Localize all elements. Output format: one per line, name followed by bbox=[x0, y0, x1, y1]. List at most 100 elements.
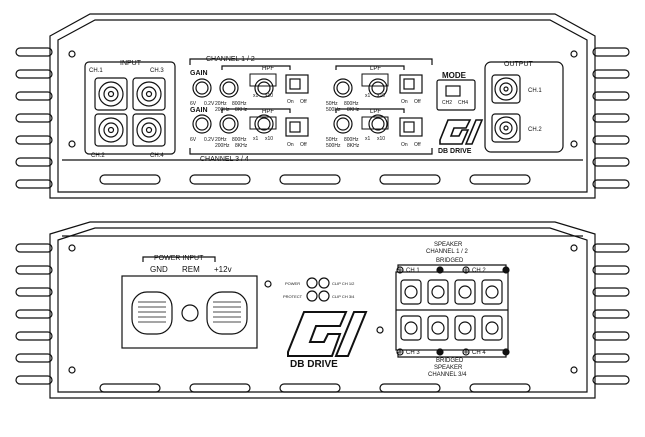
db-drive-logo-top bbox=[439, 119, 484, 145]
screw-icon bbox=[570, 366, 578, 374]
lpf-min-top-34: 50Hz bbox=[326, 137, 338, 143]
mode-ch2-label: CH2 bbox=[442, 100, 452, 106]
x10-label: x10 bbox=[265, 93, 273, 99]
screw-icon bbox=[570, 50, 578, 58]
lpf-max-top-12: 800Hz bbox=[344, 101, 359, 107]
gain-max-34: 0.2V bbox=[204, 137, 215, 143]
lpf-min-bot-34: 500Hz bbox=[326, 143, 341, 149]
power-terminal-block bbox=[121, 275, 258, 349]
brand-text-top: DB DRIVE bbox=[438, 148, 472, 155]
input-ch4-label: CH.4 bbox=[150, 153, 164, 159]
rem-label: REM bbox=[182, 265, 200, 274]
rca-input-jacks bbox=[94, 77, 166, 147]
bottom-body-outline bbox=[49, 221, 596, 399]
output-terminals bbox=[491, 74, 521, 143]
lpf-label-12: LPF bbox=[370, 66, 381, 72]
status-leds bbox=[306, 277, 330, 302]
screw-icon bbox=[376, 326, 384, 334]
off-label: Off bbox=[414, 142, 421, 148]
on-label: On bbox=[287, 142, 294, 148]
off-label: Off bbox=[300, 142, 307, 148]
output-ch1-label: CH.1 bbox=[528, 88, 542, 94]
input-ch3-label: CH.3 bbox=[150, 68, 164, 74]
gnd-label: GND bbox=[150, 265, 168, 274]
output-label: OUTPUT bbox=[504, 61, 534, 68]
mode-ch4-label: CH4 bbox=[458, 100, 468, 106]
screw-icon bbox=[570, 244, 578, 252]
x1-label: x1 bbox=[253, 136, 259, 142]
clip-ch34-label: CLIP CH 3/4 bbox=[332, 294, 355, 299]
mode-label: MODE bbox=[442, 71, 467, 80]
polarity-icons bbox=[396, 266, 510, 356]
bridged-label-bottom: BRIDGED bbox=[436, 358, 464, 364]
channel-34-label: CHANNEL 3 / 4 bbox=[200, 156, 249, 163]
bottom-body-inner bbox=[57, 227, 588, 393]
x1-label: x1 bbox=[365, 93, 371, 99]
input-ch1-label: CH.1 bbox=[89, 68, 103, 74]
power-terminals bbox=[131, 291, 248, 335]
input-ch2-label: CH.2 bbox=[91, 153, 105, 159]
x10-label: x10 bbox=[265, 136, 273, 142]
x10-label: x10 bbox=[377, 136, 385, 142]
on-label: On bbox=[287, 99, 294, 105]
lpf-min-top-12: 50Hz bbox=[326, 101, 338, 107]
channel-12-controls bbox=[192, 65, 423, 98]
gain-min-12: 6V bbox=[190, 101, 197, 107]
channel-34-frame bbox=[189, 148, 433, 155]
power-input-label: POWER INPUT bbox=[154, 255, 204, 262]
speaker-terminal-block bbox=[395, 271, 509, 351]
off-label: Off bbox=[300, 99, 307, 105]
lpf-label-34: LPF bbox=[370, 109, 381, 115]
speaker-terminals bbox=[400, 279, 503, 341]
ch1-label: CH 1 bbox=[406, 268, 420, 274]
screw-icon bbox=[68, 244, 76, 252]
speaker-ch34-label: CHANNEL 3/4 bbox=[428, 372, 467, 378]
speaker-label-bottom: SPEAKER bbox=[434, 365, 463, 371]
top-body-inner bbox=[57, 19, 588, 193]
output-section-box bbox=[484, 61, 564, 153]
heatsink-fins-left-top bbox=[15, 47, 53, 189]
top-amplifier-panel bbox=[15, 13, 630, 199]
output-ch2-label: CH.2 bbox=[528, 127, 542, 133]
screw-icon bbox=[264, 280, 272, 288]
channel-34-controls bbox=[192, 108, 423, 137]
screw-icon bbox=[570, 140, 578, 148]
screw-icon bbox=[68, 50, 76, 58]
input-section-box bbox=[84, 61, 176, 155]
gain-label-34: GAIN bbox=[190, 107, 208, 114]
protect-led-label: PROTECT bbox=[283, 294, 303, 299]
x10-label: x10 bbox=[377, 93, 385, 99]
off-label: Off bbox=[414, 99, 421, 105]
hpf-label-34: HPF bbox=[262, 109, 274, 115]
lpf-max-bot-34: 8KHz bbox=[347, 143, 360, 149]
hpf-label-12: HPF bbox=[262, 66, 274, 72]
hpf-min-bot-34: 200Hz bbox=[215, 143, 230, 149]
clip-ch12-label: CLIP CH 1/2 bbox=[332, 281, 355, 286]
screw-icon bbox=[68, 140, 76, 148]
input-label: INPUT bbox=[120, 60, 142, 67]
hpf-max-bot-34: 8KHz bbox=[235, 143, 248, 149]
heatsink-fins-right-bottom bbox=[592, 243, 630, 385]
heatsink-fins-left-bottom bbox=[15, 243, 53, 385]
hpf-max-top-34: 800Hz bbox=[232, 137, 247, 143]
mode-box bbox=[436, 79, 476, 111]
power-led-label: POWER bbox=[285, 281, 300, 286]
hpf-min-top-12: 20Hz bbox=[215, 101, 227, 107]
lpf-max-top-34: 800Hz bbox=[344, 137, 359, 143]
bottom-vent-slots bbox=[99, 383, 531, 393]
hpf-min-top-34: 20Hz bbox=[215, 137, 227, 143]
gain-label-12: GAIN bbox=[190, 70, 208, 77]
speaker-ch12-label: CHANNEL 1 / 2 bbox=[426, 249, 468, 255]
db-drive-logo-bottom bbox=[287, 311, 368, 357]
gain-min-34: 6V bbox=[190, 137, 197, 143]
on-label: On bbox=[401, 142, 408, 148]
v12-label: +12v bbox=[214, 265, 232, 274]
lpf-min-bot-12: 500Hz bbox=[326, 107, 341, 113]
hpf-min-bot-12: 200Hz bbox=[215, 107, 230, 113]
screw-icon bbox=[68, 366, 76, 374]
heatsink-fins-right-top bbox=[592, 47, 630, 189]
channel-12-frame bbox=[189, 58, 433, 65]
x1-label: x1 bbox=[253, 93, 259, 99]
on-label: On bbox=[401, 99, 408, 105]
